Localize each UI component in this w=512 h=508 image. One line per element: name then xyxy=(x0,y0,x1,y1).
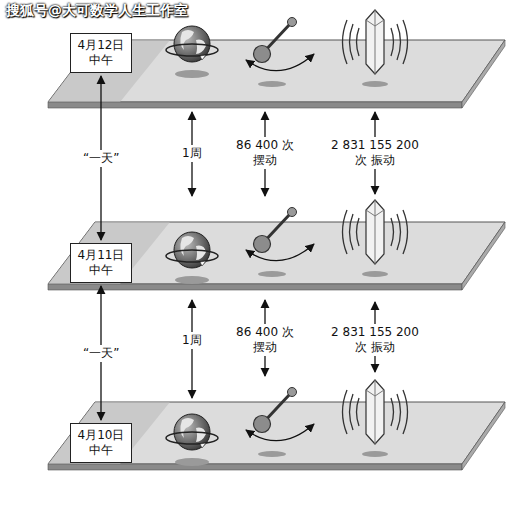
date-text: 4月12日 中午 xyxy=(75,38,127,68)
watermark: 搜狐号@大可数学人生工作室 xyxy=(6,2,188,20)
period-label: 86 400 次 摆动 xyxy=(232,137,298,169)
date-box: 4月10日 中午 xyxy=(70,423,132,463)
period-label: 86 400 次 摆动 xyxy=(232,324,298,356)
date-text: 4月11日 中午 xyxy=(75,248,127,278)
period-label: 1周 xyxy=(180,332,204,349)
period-label: 2 831 155 200 次 振动 xyxy=(323,137,427,169)
edge-label: “一天” xyxy=(81,150,121,167)
period-label: 1周 xyxy=(180,145,204,162)
date-box: 4月12日 中午 xyxy=(70,33,132,73)
period-label: 2 831 155 200 次 振动 xyxy=(323,324,427,356)
date-box: 4月11日 中午 xyxy=(70,243,132,283)
date-text: 4月10日 中午 xyxy=(75,428,127,458)
edge-label: “一天” xyxy=(81,345,121,362)
